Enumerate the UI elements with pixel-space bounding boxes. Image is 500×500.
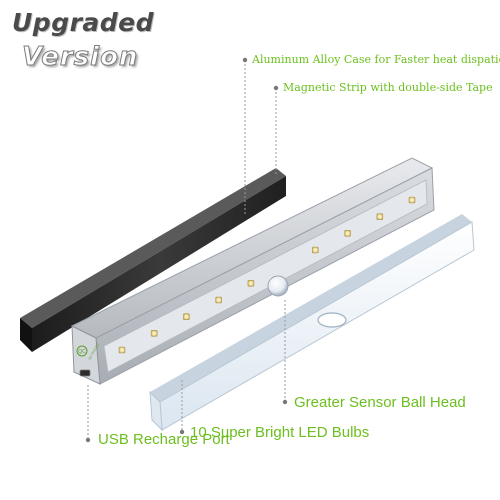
title-version: Version	[21, 42, 139, 73]
led-bulb	[118, 346, 126, 354]
led-bulb	[183, 313, 190, 321]
led-bulb	[408, 196, 416, 204]
sensor-hole	[317, 312, 347, 328]
led-bulb	[150, 329, 158, 337]
led-bulb	[376, 213, 384, 220]
usb-port	[79, 369, 91, 377]
led-bulb	[344, 230, 351, 237]
sensor-ball	[267, 275, 289, 297]
callout-usb-port: USB Recharge Port	[98, 431, 230, 448]
callout-aluminum-case: Aluminum Alloy Case for Faster heat disp…	[252, 53, 500, 66]
led-bulb	[215, 296, 222, 304]
callout-led-bulbs: 10 Super Bright LED Bulbs	[190, 424, 370, 441]
callout-magnetic-strip: Magnetic Strip with double-side Tape	[283, 81, 493, 94]
aluminum-case: QC QC PASSED	[70, 157, 435, 385]
led-bulb	[247, 279, 255, 287]
diffuser-cover	[149, 214, 475, 432]
led-bulb	[311, 246, 319, 254]
magnetic-strip	[20, 168, 286, 352]
title-upgraded: Upgraded	[12, 8, 155, 37]
callout-sensor-ball: Greater Sensor Ball Head	[294, 394, 466, 411]
leader-lines	[87, 60, 286, 440]
svg-text:QC: QC	[78, 349, 86, 355]
leader-dots	[85, 57, 288, 443]
